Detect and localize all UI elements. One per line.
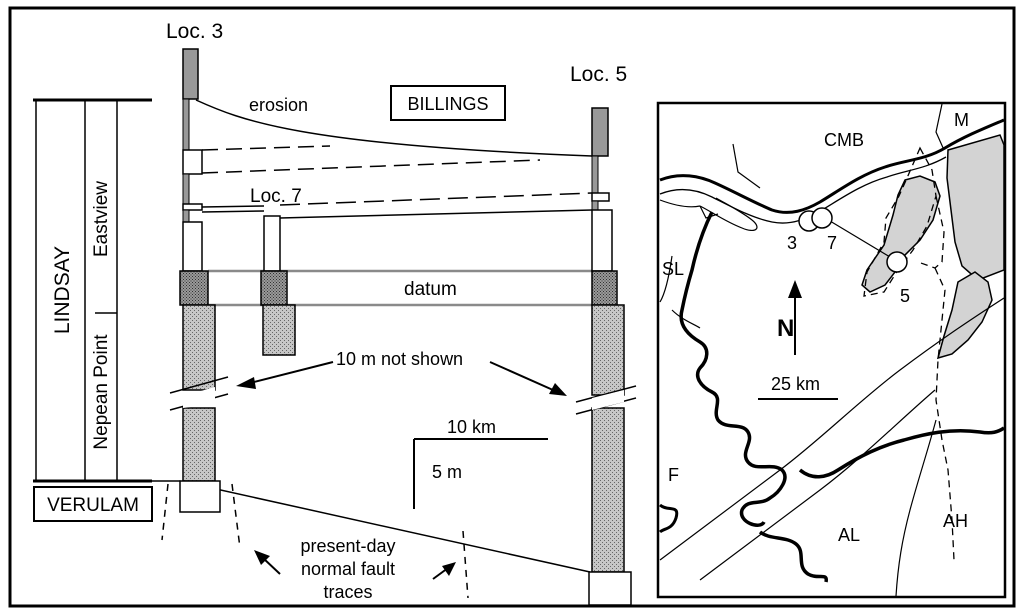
billings-box: BILLINGS	[390, 85, 506, 121]
north-arrow-icon	[788, 280, 802, 355]
outcrop-area-east	[946, 134, 1004, 281]
map-locality-5: 5	[900, 286, 910, 306]
loc7-label: Loc. 7	[250, 186, 302, 207]
not-shown-arrows	[236, 361, 567, 396]
loc3-section-column	[169, 48, 229, 513]
stratigraphic-column: LINDSAY Eastview Nepean Point	[33, 98, 152, 483]
map-locality-3: 3	[787, 233, 797, 253]
loc7-section-column	[260, 215, 296, 356]
map-label-m: M	[954, 110, 969, 130]
map-label-sl: SL	[662, 259, 684, 279]
map-label-cmb: CMB	[824, 130, 864, 150]
lindsay-label: LINDSAY	[51, 246, 74, 334]
map-label-f: F	[668, 465, 679, 485]
section-scale-bars	[413, 438, 548, 509]
western-river	[679, 211, 787, 527]
location-map: CMB M SL F AL AH 3 7 5 N 25 km	[656, 101, 1007, 599]
fault-caption-arrows	[254, 550, 456, 580]
nepean-point-label: Nepean Point	[91, 334, 112, 450]
loc7-map-marker	[811, 207, 833, 229]
eastview-label: Eastview	[91, 181, 112, 257]
billings-label: BILLINGS	[407, 94, 488, 114]
fault-caption-line-2: normal fault	[301, 559, 395, 579]
loc5-section-column	[575, 107, 637, 606]
fault-traces	[161, 483, 469, 599]
map-label-ah: AH	[943, 511, 968, 531]
not-shown-label: 10 m not shown	[336, 349, 463, 369]
map-locality-7: 7	[827, 233, 837, 253]
fault-caption-line-1: present-day	[300, 536, 395, 556]
loc5-map-marker	[886, 251, 908, 273]
datum-label: datum	[404, 279, 457, 300]
map-label-al: AL	[838, 525, 860, 545]
river-outer	[659, 118, 1004, 214]
vertical-scale-label: 5 m	[432, 462, 462, 482]
verulam-label: VERULAM	[47, 495, 139, 516]
horizontal-scale-label: 10 km	[447, 417, 496, 437]
fault-caption-line-3: traces	[323, 582, 372, 602]
loc3-label: Loc. 3	[166, 20, 223, 43]
verulam-top-line	[179, 480, 591, 573]
erosion-label: erosion	[249, 95, 308, 115]
north-label: N	[777, 315, 794, 342]
outcrop-area-south	[936, 271, 993, 360]
loc5-label: Loc. 5	[570, 63, 627, 86]
map-scale-label: 25 km	[771, 374, 820, 394]
southern-river	[798, 426, 1004, 479]
outcrop-area-central	[861, 175, 941, 293]
dashed-boundary	[863, 146, 955, 561]
verulam-box: VERULAM	[33, 486, 153, 522]
